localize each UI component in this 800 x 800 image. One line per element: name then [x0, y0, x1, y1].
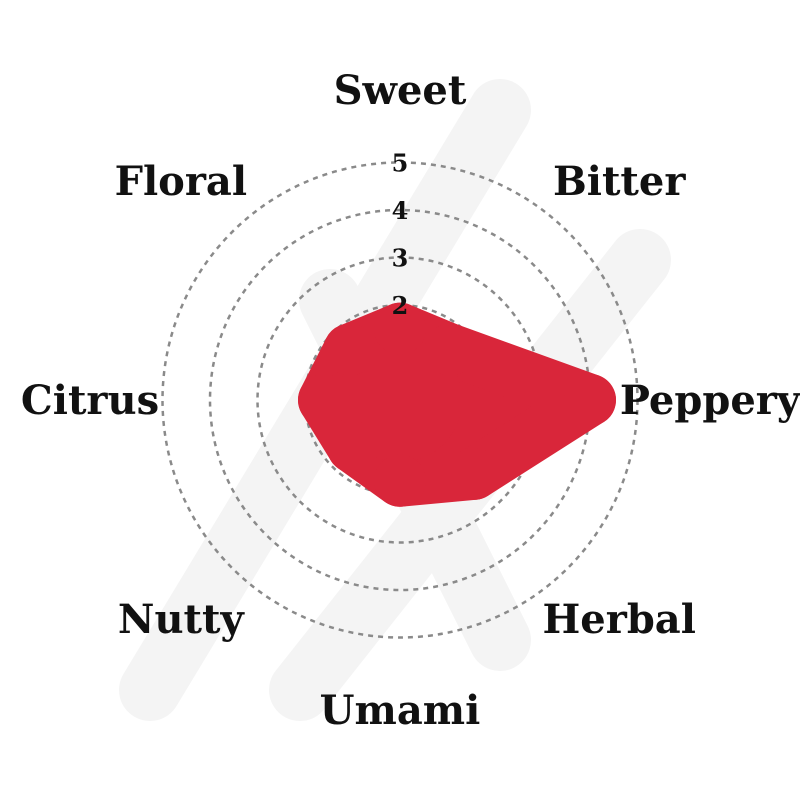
- series-point-umami: [374, 454, 426, 507]
- series-point-bitter: [424, 323, 477, 376]
- series-point-floral: [323, 323, 376, 376]
- axis-label-herbal: Herbal: [543, 596, 696, 643]
- series-point-citrus: [298, 374, 350, 426]
- tick-label-5: 5: [392, 149, 409, 178]
- axis-label-floral: Floral: [115, 158, 247, 205]
- series-point-nutty: [326, 421, 379, 474]
- axis-label-umami: Umami: [320, 687, 481, 734]
- axis-label-sweet: Sweet: [334, 67, 467, 114]
- series-shape: [298, 302, 616, 507]
- tick-label-3: 3: [392, 244, 409, 273]
- series-point-herbal: [447, 447, 500, 500]
- grid-ring-5: [161, 161, 639, 639]
- axis-label-citrus: Citrus: [21, 377, 159, 424]
- axis-label-peppery: Peppery: [620, 377, 800, 424]
- tick-label-2: 2: [392, 291, 409, 320]
- tick-label-4: 4: [392, 196, 409, 225]
- series-point-sweet: [374, 302, 426, 355]
- axis-label-bitter: Bitter: [553, 158, 686, 205]
- tick-labels: 2 3 4 5: [392, 149, 409, 321]
- series-point-peppery: [564, 374, 616, 426]
- axis-label-nutty: Nutty: [118, 596, 246, 643]
